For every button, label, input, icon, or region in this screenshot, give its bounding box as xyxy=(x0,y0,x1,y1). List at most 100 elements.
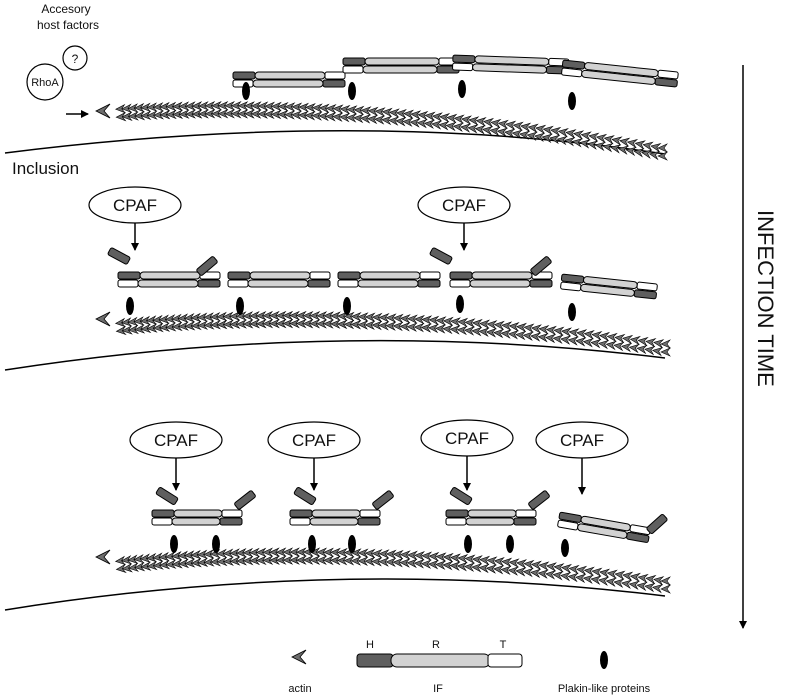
if-tail-domain xyxy=(452,62,474,72)
actin-subunit xyxy=(463,562,475,572)
actin-subunit xyxy=(242,547,254,558)
actin-subunit xyxy=(318,111,330,122)
actin-subunit xyxy=(140,110,152,121)
actin-subunit xyxy=(262,555,274,565)
actin-subunit xyxy=(560,327,572,337)
actin-subunit xyxy=(250,109,262,119)
actin-subunit xyxy=(216,311,228,322)
if-head-domain xyxy=(337,271,361,280)
actin-subunit xyxy=(651,583,664,594)
actin-subunit xyxy=(421,315,433,325)
actin-subunit xyxy=(478,327,490,337)
actin-subunit xyxy=(295,547,307,557)
if-rod-domain xyxy=(173,509,223,518)
if-tail-domain xyxy=(515,509,537,518)
actin-subunit xyxy=(580,131,592,141)
if-tail-domain xyxy=(324,71,346,80)
actin-subunit xyxy=(619,137,631,147)
plakin-protein xyxy=(170,535,178,553)
actin-subunit xyxy=(264,101,276,112)
actin-subunit xyxy=(553,326,565,337)
actin-subunit xyxy=(660,576,671,586)
actin-subunit xyxy=(644,345,656,356)
rhoa-circle xyxy=(26,63,64,101)
if-tetramer xyxy=(445,509,537,526)
actin-subunit xyxy=(586,140,599,150)
actin-subunit xyxy=(133,316,145,326)
actin-subunit xyxy=(399,314,411,324)
actin-subunit xyxy=(302,555,314,565)
actin-subunit xyxy=(316,547,328,557)
actin-subunit xyxy=(255,555,267,566)
actin-subunit xyxy=(295,318,307,329)
actin-subunit xyxy=(572,130,585,140)
actin-subunit xyxy=(336,547,348,558)
actin-subunit xyxy=(178,101,190,111)
if-tail-domain xyxy=(151,517,173,526)
cleaved-head-fragment xyxy=(196,256,218,276)
actin-subunit xyxy=(424,111,436,122)
actin-subunit xyxy=(457,553,469,564)
if-rod-domain xyxy=(469,279,531,288)
actin-subunit xyxy=(456,561,468,572)
actin-subunit xyxy=(229,319,241,329)
actin-subunit xyxy=(537,569,549,579)
actin-subunit xyxy=(275,547,287,557)
if-head-domain xyxy=(449,271,473,280)
actin-subunit xyxy=(134,110,146,121)
actin-subunit xyxy=(660,584,671,594)
actin-subunit xyxy=(430,120,443,130)
if-tail-domain xyxy=(342,65,364,74)
actin-subunit xyxy=(530,324,542,334)
actin-subunit xyxy=(282,547,294,557)
plakin-protein xyxy=(456,295,464,313)
actin-subunit xyxy=(449,325,461,335)
actin-subunit xyxy=(381,115,393,126)
actin-subunit xyxy=(628,580,640,591)
actin-subunit xyxy=(406,314,418,324)
cleaved-head-fragment xyxy=(372,490,394,510)
actin-subunit xyxy=(530,568,542,579)
actin-subunit xyxy=(582,574,594,585)
actin-subunit xyxy=(330,547,341,558)
actin-subunit xyxy=(224,101,235,111)
actin-subunit xyxy=(395,116,407,127)
plakin-protein xyxy=(568,92,576,110)
cpaf-label: CPAF xyxy=(442,196,486,215)
legend-plakin-label: Plakin-like proteins xyxy=(558,683,651,695)
actin-subunit xyxy=(284,110,296,120)
actin-subunit xyxy=(568,328,580,338)
actin-subunit xyxy=(249,547,260,558)
actin-subunit xyxy=(316,555,327,565)
plakin-protein xyxy=(506,535,514,553)
actin-subunit xyxy=(184,313,195,323)
actin-subunit xyxy=(262,310,274,321)
actin-subunit xyxy=(637,573,649,584)
actin-subunit xyxy=(460,115,472,125)
inclusion-membrane-2 xyxy=(4,339,666,371)
actin-subunit xyxy=(636,581,648,592)
if-rod-domain xyxy=(465,517,515,526)
actin-subunit xyxy=(463,326,475,336)
actin-subunit xyxy=(302,310,314,321)
actin-subunit xyxy=(325,104,337,114)
actin-subunit xyxy=(485,328,497,338)
if-rod-domain xyxy=(471,271,533,280)
actin-subunit xyxy=(184,558,196,568)
actin-subunit xyxy=(538,561,550,571)
actin-subunit xyxy=(620,579,633,589)
actin-subunit xyxy=(611,136,623,146)
if-head-domain xyxy=(322,79,346,88)
actin-subunit xyxy=(346,113,357,123)
actin-subunit xyxy=(282,318,294,329)
actin-subunit xyxy=(364,312,376,322)
actin-subunit xyxy=(482,117,495,128)
actin-subunit xyxy=(121,325,133,335)
actin-subunit xyxy=(244,101,255,111)
actin-subunit xyxy=(269,318,280,329)
actin-subunit xyxy=(617,145,630,155)
actin-subunit xyxy=(392,321,404,332)
actin-subunit xyxy=(164,314,176,324)
if-tail-domain xyxy=(337,279,359,288)
actin-subunit xyxy=(452,122,464,132)
